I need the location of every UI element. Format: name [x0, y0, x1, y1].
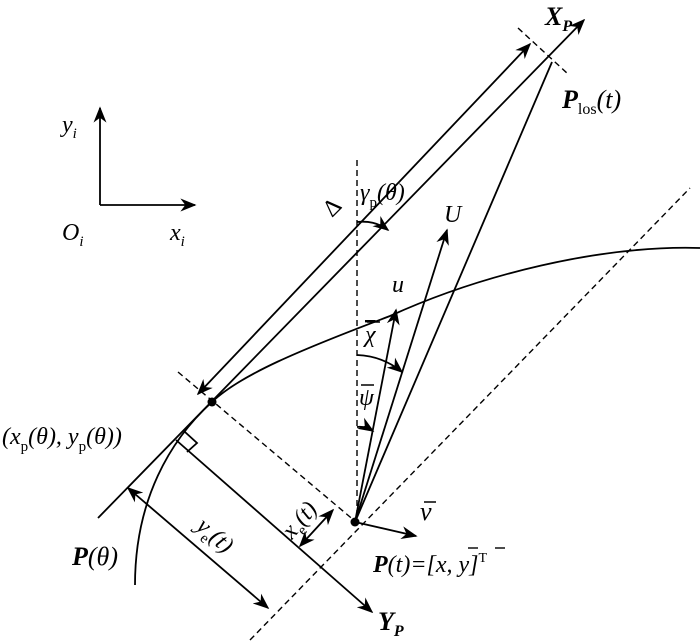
parallel-guide-line: [249, 187, 691, 641]
chi-label: χ: [363, 322, 377, 348]
path-x-axis-label: XP: [544, 2, 572, 35]
along-track-error-label: ye(t): [187, 512, 238, 562]
u-label: u: [392, 272, 404, 298]
psi-arc: [356, 417, 375, 432]
vehicle-point: [350, 517, 360, 527]
path-angle-label: γp(θ): [360, 180, 405, 211]
U-vector: [354, 228, 449, 523]
inertial-y-label: yi: [60, 112, 77, 142]
lookahead-end-tick: [517, 27, 569, 75]
lookahead-distance-arrow: [196, 42, 532, 396]
path-y-axis: [175, 439, 374, 614]
origin-label: Oi: [62, 220, 84, 250]
path-point-coord-label: (xp(θ), yp(θ)): [2, 424, 122, 455]
lookahead-label: Δ: [318, 193, 347, 222]
path-curve: [134, 246, 700, 586]
vehicle-position-label: P(t)=[x, y]T: [372, 551, 488, 578]
path-angle-arc: [356, 215, 390, 231]
los-vector: [354, 61, 553, 523]
chi-arc: [356, 354, 404, 374]
path-tangent-x-axis: [97, 18, 586, 519]
path-curve-label: P(θ): [71, 542, 118, 571]
U-label: U: [444, 202, 463, 228]
path-point: [207, 397, 217, 407]
v-label: v: [420, 497, 432, 526]
cross-track-error-arrow: [298, 508, 335, 548]
inertial-x-label: xi: [169, 220, 185, 250]
cross-track-error-label: xe(t): [276, 497, 326, 548]
los-point-label: Plos(t): [561, 85, 621, 118]
v-vector: [354, 521, 418, 540]
inertial-frame: yi xi Oi: [60, 106, 197, 250]
normal-guide-line: [177, 371, 357, 523]
path-y-axis-label: YP: [378, 607, 404, 640]
right-angle-marker: [184, 431, 199, 453]
along-track-error-arrow: [126, 486, 270, 610]
u-vector: [354, 308, 400, 523]
psi-label: ψ: [359, 385, 375, 411]
